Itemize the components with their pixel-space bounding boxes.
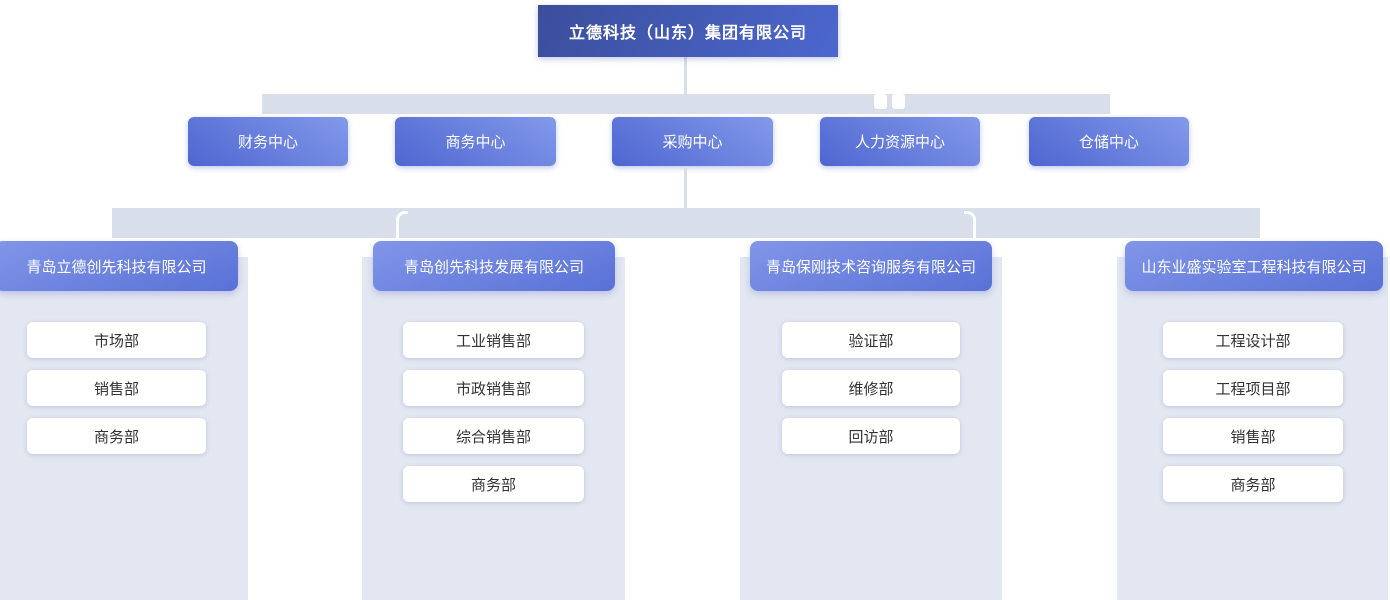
subsidiary-1-dept-1[interactable]: 市场部	[27, 322, 206, 358]
subsidiary-4-dept-3[interactable]: 销售部	[1163, 418, 1343, 454]
center-node-hr[interactable]: 人力资源中心	[820, 117, 980, 166]
trunk-connector-top	[684, 57, 687, 94]
level1-connector-band	[262, 94, 1110, 114]
connector-bracket-right	[964, 211, 976, 241]
level2-connector-band	[112, 208, 1260, 238]
subsidiary-2-dept-3[interactable]: 综合销售部	[403, 418, 584, 454]
subsidiary-1-dept-3[interactable]: 商务部	[27, 418, 206, 454]
subsidiary-4-dept-4[interactable]: 商务部	[1163, 466, 1343, 502]
subsidiary-4-dept-1[interactable]: 工程设计部	[1163, 322, 1343, 358]
connector-notch-left	[874, 94, 887, 109]
subsidiary-3-dept-1[interactable]: 验证部	[782, 322, 960, 358]
center-node-business[interactable]: 商务中心	[395, 117, 556, 166]
connector-bracket-left	[396, 211, 408, 241]
subsidiary-4-dept-2[interactable]: 工程项目部	[1163, 370, 1343, 406]
subsidiary-1-dept-2[interactable]: 销售部	[27, 370, 206, 406]
center-node-procurement[interactable]: 采购中心	[612, 117, 773, 166]
subsidiary-3-dept-3[interactable]: 回访部	[782, 418, 960, 454]
subsidiary-3-header[interactable]: 青岛保刚技术咨询服务有限公司	[750, 241, 992, 291]
subsidiary-2-dept-4[interactable]: 商务部	[403, 466, 584, 502]
subsidiary-2-dept-2[interactable]: 市政销售部	[403, 370, 584, 406]
root-company-node[interactable]: 立德科技（山东）集团有限公司	[538, 5, 838, 57]
connector-notch-right	[892, 94, 905, 109]
center-node-warehouse[interactable]: 仓储中心	[1029, 117, 1189, 166]
trunk-connector-mid	[684, 166, 687, 208]
center-node-finance[interactable]: 财务中心	[188, 117, 348, 166]
subsidiary-3-dept-2[interactable]: 维修部	[782, 370, 960, 406]
subsidiary-1-header[interactable]: 青岛立德创先科技有限公司	[0, 241, 238, 291]
subsidiary-2-dept-1[interactable]: 工业销售部	[403, 322, 584, 358]
subsidiary-2-header[interactable]: 青岛创先科技发展有限公司	[373, 241, 615, 291]
subsidiary-4-header[interactable]: 山东业盛实验室工程科技有限公司	[1125, 241, 1383, 291]
